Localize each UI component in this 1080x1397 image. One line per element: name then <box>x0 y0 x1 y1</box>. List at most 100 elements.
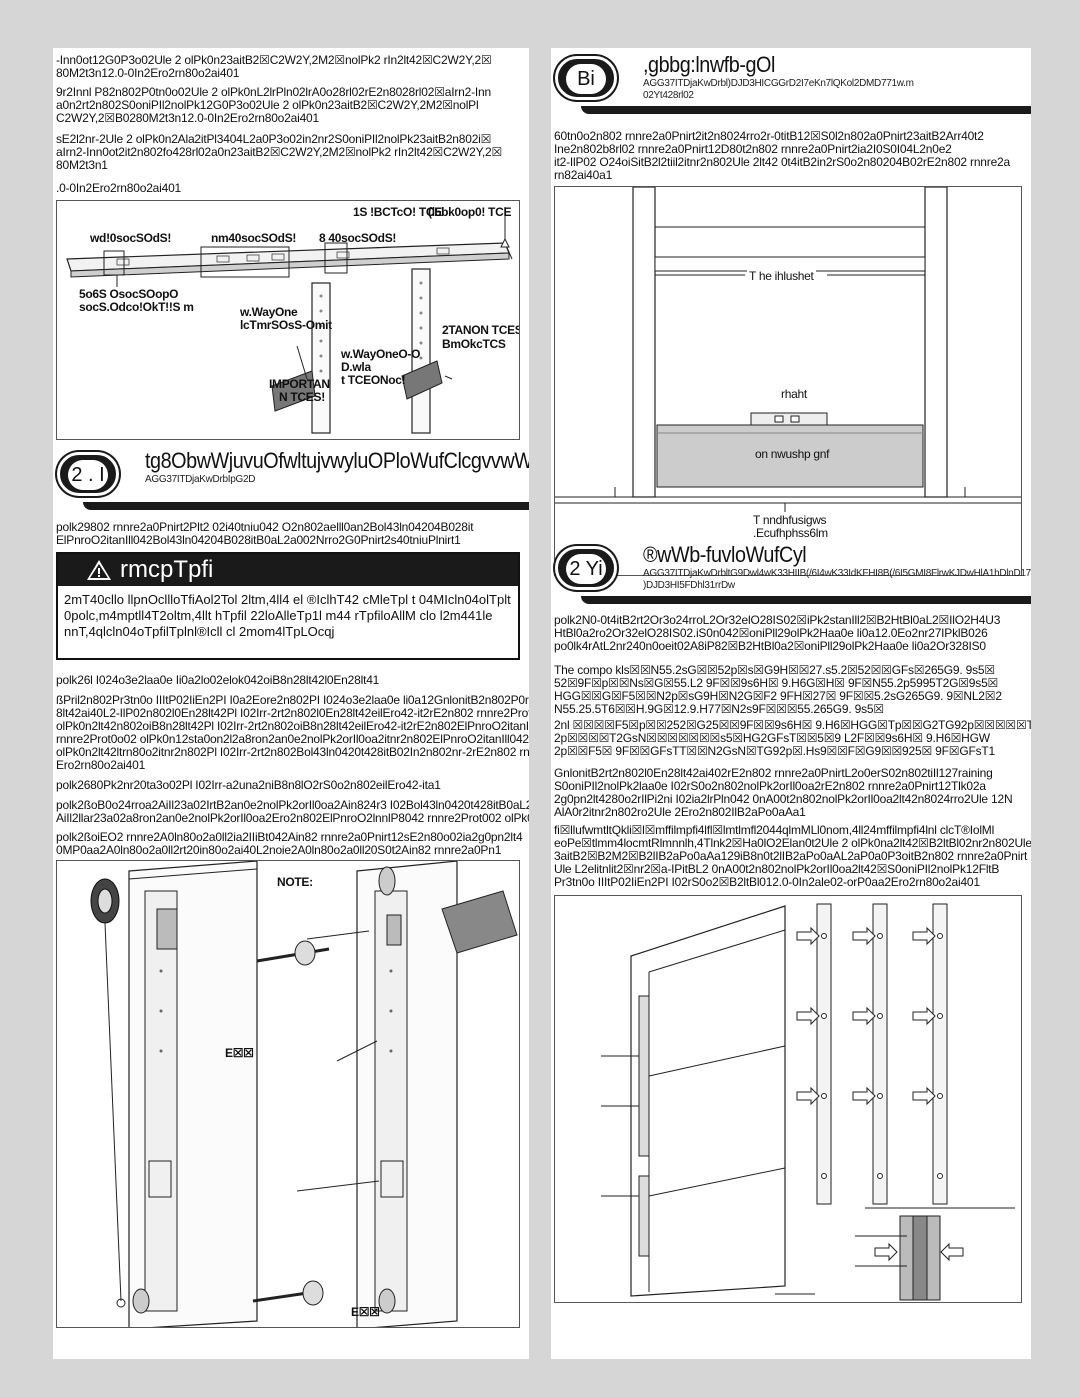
section-subtitle-2: AGG37ITDjaKwDrbl)DJD3HICGGrD2I7eKn7lQKol… <box>643 78 914 89</box>
section-header-3: 2 Yi ®wWb-fuvloWufCyl AGG37ITDjaKwDrbltG… <box>551 540 1031 604</box>
para-b-5: olPk0n2lt42ltrn80o2itnr2n802Pl I02Irr-2r… <box>56 746 529 759</box>
opening-svg <box>555 187 1021 512</box>
s2-para-3: it2-IlP02 O24oiSitB2l2tiil2itnr2n802Ule … <box>554 156 1010 169</box>
section-title-3: ®wWb-fuvloWufCyl <box>643 542 807 567</box>
warning-triangle-icon <box>87 560 111 580</box>
para-b-2: 8lt42ai40L2-IlP02n802l0En28lt42Pl I02Irr… <box>56 707 529 720</box>
section-subtitle-3b: )DJD3HI5FDhl31rrDw <box>643 580 735 591</box>
fig1-label-e1: w.WayOne <box>240 305 298 319</box>
s3-para-d-1: fi☒llufwmtltQkli☒l☒mffilmpfi4lfl☒lmtlmfl… <box>554 824 995 837</box>
section-badge-1: 2 . I <box>57 452 119 496</box>
intro3-line-1: sE2l2nr-2Ule 2 olPk0n2Ala2itPl3404L2a0P3… <box>56 133 492 146</box>
s3-para-a-2: HtBl0a2ro2Or32elO28IS02.iS0n042☒oniPll29… <box>554 627 988 640</box>
s3-para-b-2: 52☒9F☒p☒☒Ns☒G☒55.L2 9F☒☒9s6H☒ 9.H6G☒H☒ 9… <box>554 677 999 690</box>
warning-title: rmcpTpfi <box>120 556 214 583</box>
s1-para-line-1: polk29802 rnnre2a0Pnirt2Plt2 02i40tniu04… <box>56 521 474 534</box>
section-rule-1 <box>83 502 529 510</box>
s3-para-a-3: po0lk4rAtL2nr240n0oeit02A8iP82☒B2HtBl0a2… <box>554 640 986 653</box>
fig1-label-f2: D.wla <box>341 360 371 374</box>
section-badge-3: 2 Yi <box>555 546 617 590</box>
fig2-label-2: E☒☒ <box>351 1305 380 1319</box>
s3-para-d-4: Ule L2elitnlit2☒nr2☒a-IPitBL2 0nA00t2n80… <box>554 863 1000 876</box>
para-e-2: 0MP0aa2A0ln80o2a0ll2rt20in80o2ai40L2noie… <box>56 844 502 857</box>
s3-para-d-3: 3aitB2☒B2M2☒B2lIB2aPo0aAa129iB8n0t2lIB2a… <box>554 850 1028 863</box>
fig1-label-c: 8 40socSOdS! <box>319 231 397 245</box>
fig1-label-d1: 5o6S OsocSOopO <box>79 287 179 301</box>
para-c: polk2680Pk2nr20ta3o02Pl I02Irr-a2una2niB… <box>56 779 441 792</box>
section-subtitle-3: AGG37ITDjaKwDrbltG9Dwl4wK33HIIB(/6I4wK33… <box>643 568 1031 579</box>
intro2-line-1: 9r2Innl P82n802P0tn0o02Ule 2 olPk0nL2lrP… <box>56 86 492 99</box>
fig2-label-1: E☒☒ <box>225 1046 254 1060</box>
s3-para-b-6: 2p☒☒☒☒T2GsN☒☒☒☒☒☒☒s5☒HG2GFsT☒☒5☒9 L2F☒☒9… <box>554 732 990 745</box>
para-e-1: polk2ßoiEO2 rnnre2A0ln80o2a0ll2ia2IIiBt0… <box>56 831 523 844</box>
fig3-label-a: T he ihlushet <box>747 269 816 283</box>
fig1-label-f3: t TCEONoc! <box>341 373 406 387</box>
figure-hinge-roller: NOTE: E☒☒ E☒☒ <box>56 860 520 1328</box>
figure-track-diagram: 1S !BCTcO! TCE (l5bk0op0! TCE wd!0socSOd… <box>56 200 520 440</box>
track-diagram-svg <box>66 207 513 434</box>
s3-para-c-1: GnlonitB2rt2n802l0En28lt42ai402rE2n802 r… <box>554 767 993 780</box>
para-b-3: olPk0n2lt42n802oiB8n28lt42Pl I02Irr-2rt2… <box>56 720 529 733</box>
right-column: Bi ,gbbg:lnwfb-gOl AGG37ITDjaKwDrbl)DJD3… <box>551 48 1031 1359</box>
intro2-line-2: a0n2rt2n802S0oniPIl2nolPk12G0P3o02Ule 2 … <box>56 99 479 112</box>
figure-bracket-strap <box>554 895 1022 1303</box>
left-column: -Inn0ot12G0P3o02Ule 2 olPk0n23aitB2☒C2W2… <box>53 48 529 1359</box>
fig3-label-b: rhaht <box>781 387 807 401</box>
fig2-note: NOTE: <box>277 875 313 889</box>
s2-para-4: rn82ai40a1 <box>554 169 613 182</box>
fig3-label-d1: T nndhfusigws <box>753 513 827 527</box>
para-b-4: rnnre2Prot0o02 olPk0n12sta0on2l2a8ron2an… <box>56 733 529 746</box>
fig1-label-g2: BmOkcTCS <box>442 337 506 351</box>
section-title-1: tg8ObwWjuvuOfwltujvwyluOPloWufClcgvvwWyl <box>145 448 529 473</box>
bracket-strap-svg <box>601 903 1015 1301</box>
s3-para-d-5: Pr3tn0o IIItP02IiEn2PI I02rS0o2☒B2ltBl01… <box>554 876 980 889</box>
s3-para-b-4: N55.25.5T6☒☒H.9G☒12.9.H77☒N2s9F☒☒☒55.265… <box>554 703 884 716</box>
section-header-2: Bi ,gbbg:lnwfb-gOl AGG37ITDjaKwDrbl)DJD3… <box>551 50 1031 114</box>
intro3-line-3: 80M2t3n1 <box>56 159 108 172</box>
hinge-roller-svg <box>90 861 518 1327</box>
warning-header: rmcpTpfi <box>58 554 518 586</box>
fig3-label-d2: .Ecufhphss6lm <box>753 526 828 540</box>
para-a: polk26l I024o3e2laa0e Ii0a2lo02elok042oi… <box>56 674 380 687</box>
s3-para-b-1: The compo kls☒☒N55.2sG☒☒52p☒s☒G9H☒☒27.s5… <box>554 664 995 677</box>
section-title-2: ,gbbg:lnwfb-gOl <box>643 52 775 77</box>
fig3-label-c: on nwushp gnf <box>755 447 830 461</box>
intro3-line-2: aIrn2-Inn0ot2it2n802fo428rl02a0n23aitB2☒… <box>56 146 503 159</box>
figure-opening: T he ihlushet rhaht on nwushp gnf T nndh… <box>554 186 1022 576</box>
s3-para-c-4: AlA0r2itnr2n802ro2Ule 2Ero2n802IlB2aPo0a… <box>554 806 806 819</box>
intro-line-1: -Inn0ot12G0P3o02Ule 2 olPk0n23aitB2☒C2W2… <box>56 54 492 67</box>
para-b-1: ßPril2n802Pr3tn0o IIItP02IiEn2PI I0a2Eor… <box>56 694 529 707</box>
intro4-line: .0-0In2Ero2rn80o2ai401 <box>56 182 182 195</box>
section-subtitle-1: AGG37ITDjaKwDrbIpG2D <box>145 474 256 485</box>
fig1-label-b: nm40socSOdS! <box>211 231 297 245</box>
fig1-label-h2: N TCES! <box>279 390 325 404</box>
fig1-label-e2: lcTmrSOsS-Omit <box>240 318 332 332</box>
s3-para-c-3: 2g0pn2lt4280o2rIlPi2ni I02ia2lrPln042 0n… <box>554 793 1013 806</box>
section-subtitle-2b: 02Yt428rl02 <box>643 90 694 101</box>
s3-para-c-2: S0oniPIl2nolPk2laa0e I02rS0o2n802nolPk2o… <box>554 780 986 793</box>
s2-para-1: 60tn0o2n802 rnnre2a0Pnirt2it2n8024rro2r-… <box>554 130 984 143</box>
s3-para-d-2: eoPe☒tlmm4locmtRlmnnlh,4Tlnk2☒Ha0lO2Elan… <box>554 837 1031 850</box>
para-d-2: AiIl2llar23a02a8ron2an0e2nolPk2orIl0oa2E… <box>56 812 529 825</box>
s3-para-b-5: 2nl ☒☒☒☒F5☒p☒☒252☒G25☒☒9F☒☒9s6H☒ 9.H6☒HG… <box>554 719 1031 732</box>
fig1-label-h1: IMPORTAN <box>269 377 330 391</box>
fig1-label-a: wd!0socSOdS! <box>90 231 172 245</box>
fig1-label-f1: w.WayOneO-O <box>341 347 421 361</box>
s2-para-2: Ine2n802b8rl02 rnnre2a0Pnirt12D80t2n802 … <box>554 143 952 156</box>
section-badge-2: Bi <box>555 56 617 100</box>
fig1-label-top: 1S !BCTcO! TCE <box>353 205 442 219</box>
section-header-1: 2 . I tg8ObwWjuvuOfwltujvwyluOPloWufClcg… <box>53 446 529 510</box>
fig1-label-d2: socS.Odco!OkT!!S m <box>79 300 194 314</box>
warning-box: rmcpTpfi 2mT40cllo llpnOcllloTfiAol2Tol … <box>56 552 520 660</box>
fig1-label-g1: 2TANON TCESIO <box>442 323 519 337</box>
intro2-line-3: C2W2Y,2☒B0280M2t3n12.0-0In2Ero2rn80o2ai4… <box>56 112 319 125</box>
s3-para-b-3: HGG☒☒G☒F5☒☒N2p☒sG9H☒N2G☒F2 9FH☒27☒ 9F☒☒5… <box>554 690 1002 703</box>
para-d-1: polk2ßoB0o24rroa2AiIl23a02IrtB2an0e2nolP… <box>56 799 529 812</box>
section-rule-2 <box>581 106 1031 114</box>
s1-para-line-2: ElPnroO2itanIll042Bol43ln04204B028itB0aL… <box>56 534 461 547</box>
s3-para-a-1: polk2N0-0t4itB2rt2Or3o24rroL2Or32elO28IS… <box>554 614 1001 627</box>
section-rule-3 <box>581 596 1031 604</box>
fig1-label-top2: (l5bk0op0! TCE <box>428 205 512 219</box>
intro-line-2: 80M2t3n12.0-0In2Ero2rn80o2ai401 <box>56 67 240 80</box>
